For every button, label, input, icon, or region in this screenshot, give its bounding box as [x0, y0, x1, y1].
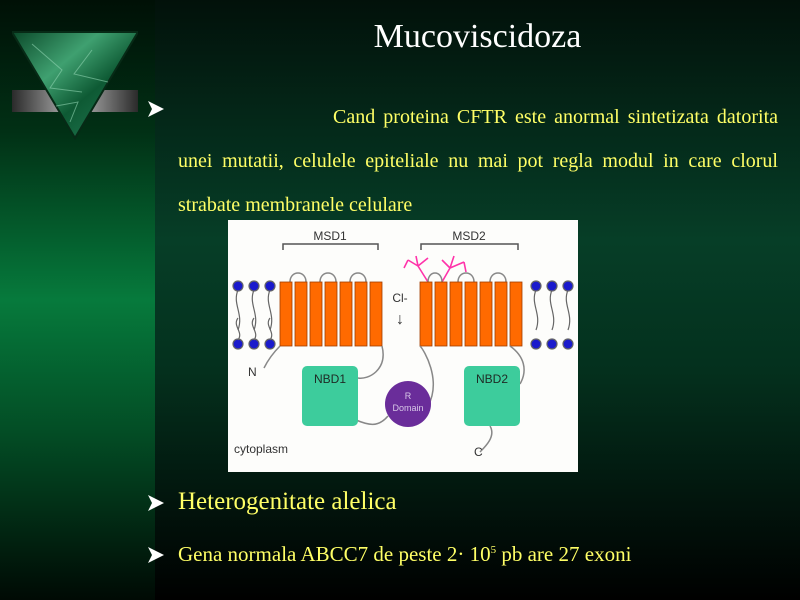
msd2-label: MSD2	[452, 229, 486, 243]
cftr-diagram-svg: MSD1 MSD2	[232, 229, 574, 459]
cftr-diagram: MSD1 MSD2	[228, 220, 578, 472]
c-terminus-label: C	[474, 445, 483, 459]
nbd1-label: NBD1	[314, 372, 346, 386]
lipid-bilayer-left	[232, 280, 276, 350]
gene-info-text-end: pb are 27 exoni	[496, 542, 632, 566]
bullet-arrow-icon	[148, 547, 164, 563]
msd1-label: MSD1	[313, 229, 347, 243]
nbd1-domain	[302, 366, 358, 426]
r-domain-label-line1: R	[405, 391, 412, 401]
cytoplasm-label: cytoplasm	[234, 442, 288, 456]
slide-title: Mucoviscidoza	[373, 18, 582, 55]
nbd2-domain	[464, 366, 520, 426]
bullet-gene-info: Gena normala ABCC7 de peste 2· 105 pb ar…	[178, 542, 631, 567]
chloride-label: Cl-	[392, 291, 407, 305]
gene-info-text: Gena normala ABCC7 de peste 2· 10	[178, 542, 491, 566]
r-domain-label-line2: Domain	[392, 403, 423, 413]
gene-info-exponent: 5	[490, 544, 497, 556]
lipid-bilayer-right	[530, 280, 574, 350]
chloride-arrow-icon: ↓	[396, 311, 404, 328]
bullet-heterogeneity: Heterogenitate alelica	[178, 488, 397, 515]
msd1-helices	[279, 281, 383, 347]
marble-triangle-logo	[12, 31, 138, 140]
bullet-arrow-icon	[148, 101, 164, 117]
msd2-helices	[419, 281, 523, 347]
n-terminus-label: N	[248, 365, 257, 379]
bullet-arrow-icon	[148, 495, 164, 511]
glycosylation-branches	[403, 255, 467, 283]
r-domain	[385, 381, 431, 427]
nbd2-label: NBD2	[476, 372, 508, 386]
bullet-paragraph: Cand proteina CFTR este anormal sintetiz…	[178, 106, 778, 216]
